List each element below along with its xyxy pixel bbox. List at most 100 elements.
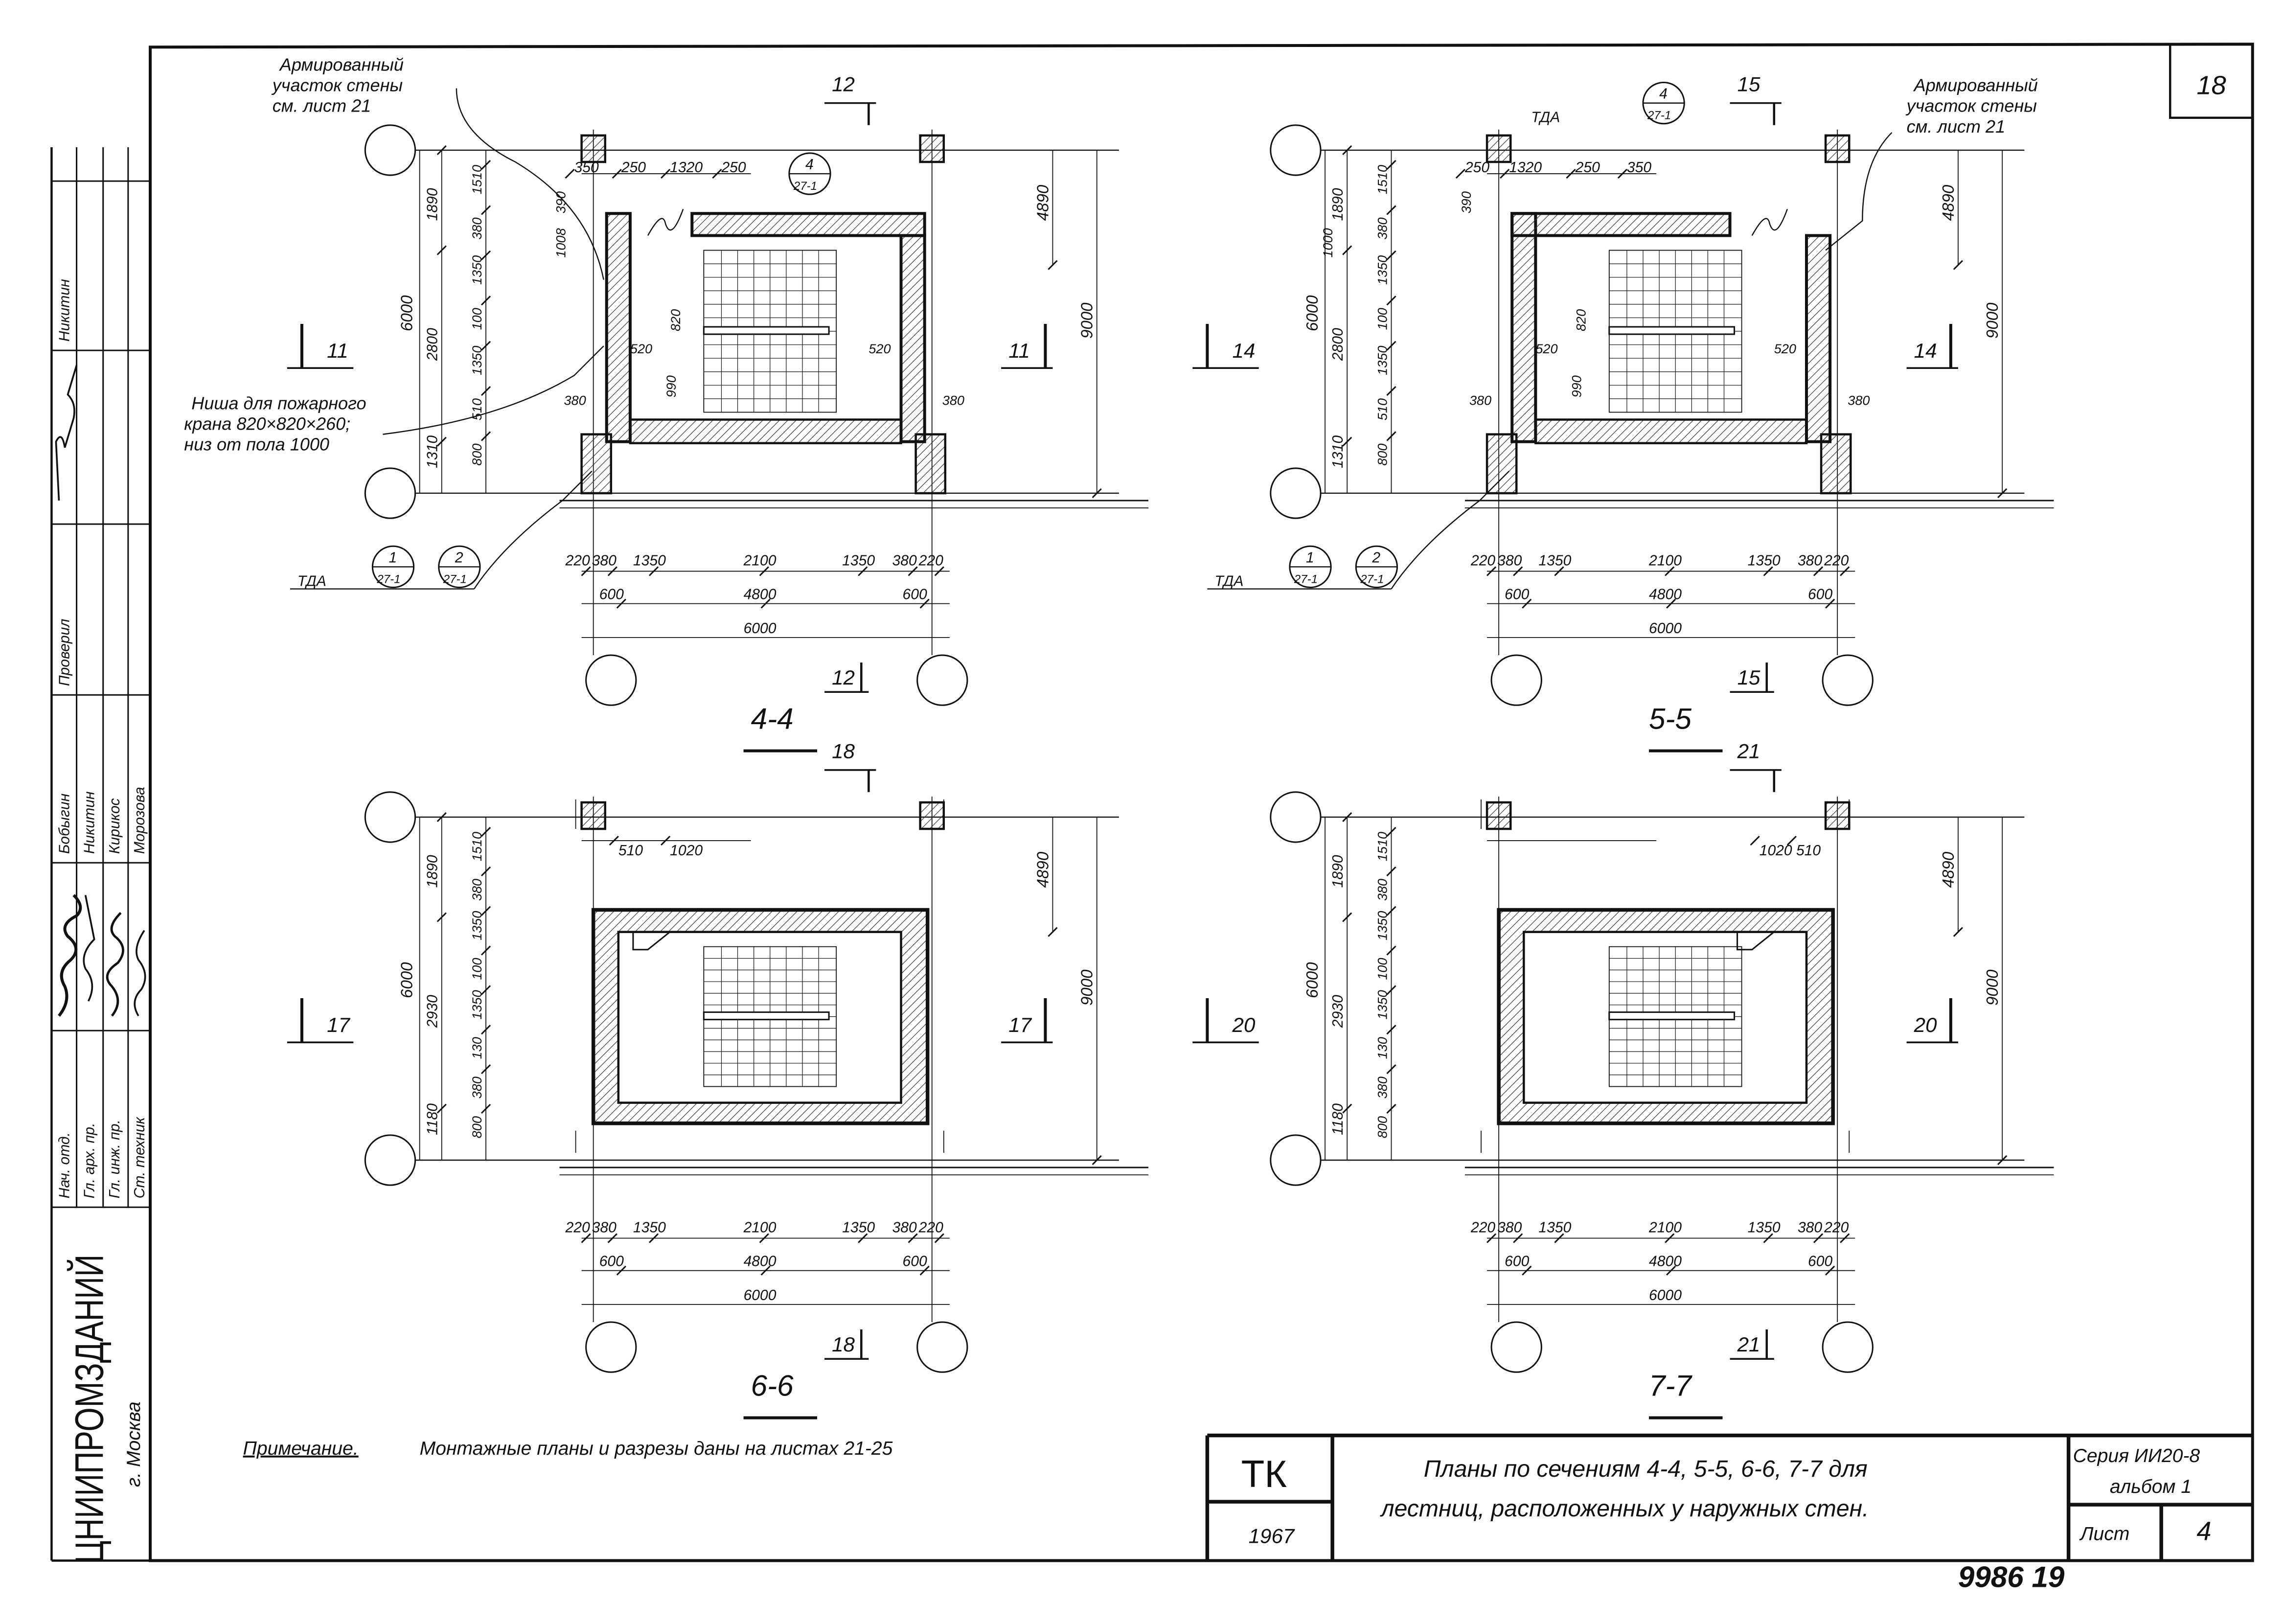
column xyxy=(1820,433,1852,495)
dimension-label: 100 xyxy=(1374,958,1390,980)
dimension-label: 6000 xyxy=(744,1287,777,1304)
city: г. Москва xyxy=(123,1401,144,1487)
column xyxy=(580,801,607,830)
dimension-label: 4890 xyxy=(1034,851,1052,888)
dimension-tick xyxy=(1750,835,1760,846)
dimension-tick xyxy=(436,436,447,447)
axis-marker xyxy=(1490,1321,1542,1373)
dimension-label: 1350 xyxy=(469,911,484,940)
dimension-label: 2800 xyxy=(1330,328,1346,361)
plan-title: 4-4 xyxy=(751,702,794,735)
dimension-tick xyxy=(1666,1265,1676,1276)
dimension-label: 380 xyxy=(1469,392,1491,408)
dimension-label: 2800 xyxy=(425,328,441,361)
axis-marker xyxy=(364,467,416,519)
dimension-label: 6000 xyxy=(744,620,777,637)
note-text: см. лист 21 xyxy=(1907,116,2006,137)
dimension-label: 1890 xyxy=(425,855,441,888)
section-mark-label: 21 xyxy=(1737,1333,1760,1356)
stamp-cell-text: Нач. отд. xyxy=(57,1132,73,1198)
dimension-tick xyxy=(480,1064,491,1075)
dimension-tick xyxy=(1522,598,1532,609)
dimension-tick xyxy=(648,566,659,576)
dimension-tick xyxy=(759,566,769,576)
section-mark-label: 11 xyxy=(1008,339,1030,362)
dimension-label: 4890 xyxy=(1940,851,1958,888)
dimension-label: 600 xyxy=(1505,587,1529,603)
dimension-label: 1510 xyxy=(1374,832,1390,861)
dimension-tick xyxy=(1953,927,1964,937)
callout-leader xyxy=(473,470,593,590)
callout-label: ТДА xyxy=(297,573,326,590)
axis-marker xyxy=(916,654,968,706)
dimension-label: 9000 xyxy=(1984,302,2002,339)
dimension-tick xyxy=(919,1265,930,1276)
dimension-label: 1180 xyxy=(425,1103,441,1135)
note-text: участок стены xyxy=(1905,96,2037,116)
column xyxy=(1485,433,1518,495)
section-mark-label: 20 xyxy=(1914,1013,1937,1036)
section-mark-label: 17 xyxy=(1008,1013,1032,1036)
dimension-label: 390 xyxy=(553,191,569,213)
stair-wall xyxy=(690,212,926,237)
dimension-tick xyxy=(1997,488,2008,499)
dimension-tick xyxy=(1953,260,1964,270)
callout-number: 2 xyxy=(1371,549,1380,566)
dimension-tick xyxy=(607,1233,617,1243)
dimension-label: 250 xyxy=(621,160,646,176)
note-label: Примечание. xyxy=(243,1438,359,1459)
note-text: Монтажные планы и разрезы даны на листах… xyxy=(420,1438,893,1459)
dimension-tick xyxy=(436,245,447,255)
dimension-label: 380 xyxy=(1798,1219,1822,1235)
section-mark-label: 12 xyxy=(832,73,855,96)
dimension-tick xyxy=(436,812,447,823)
dimension-tick xyxy=(1386,431,1396,441)
dimension-label: 2100 xyxy=(743,1219,777,1235)
dimension-label: 250 xyxy=(1464,160,1489,176)
dimension-tick xyxy=(1048,927,1058,937)
section-mark-label: 17 xyxy=(327,1013,350,1036)
callout-label: ТДА xyxy=(1214,573,1243,590)
dimension-label: 800 xyxy=(469,1116,484,1138)
dimension-label: 250 xyxy=(1575,160,1600,176)
axis-marker xyxy=(1822,1321,1874,1373)
dimension-label: 6000 xyxy=(1649,620,1682,637)
dimension-label: 380 xyxy=(1848,392,1870,408)
dimension-tick xyxy=(1092,1155,1102,1166)
dimension-tick xyxy=(1386,1064,1396,1075)
title-block xyxy=(1205,1433,2253,1561)
column xyxy=(1824,134,1851,163)
signature xyxy=(55,365,78,501)
dimension-tick xyxy=(1763,1233,1773,1243)
column xyxy=(580,433,613,495)
dimension-tick xyxy=(760,1265,771,1276)
callout-reference: 27-1 xyxy=(1647,109,1671,122)
column xyxy=(1824,801,1851,830)
dimension-tick xyxy=(1386,296,1396,306)
dimension-tick xyxy=(661,168,671,179)
dimension-tick xyxy=(1763,566,1773,576)
dimension-label: 380 xyxy=(1374,1076,1390,1098)
axis-marker xyxy=(1270,467,1322,519)
axis-marker xyxy=(1490,654,1542,706)
dimension-tick xyxy=(1665,566,1675,576)
dimension-label: 1320 xyxy=(1509,160,1542,176)
dimension-tick xyxy=(616,598,626,609)
signature xyxy=(83,895,95,1002)
dimension-tick xyxy=(616,1265,626,1276)
dimension-tick xyxy=(1813,1233,1824,1243)
dimension-label: 380 xyxy=(1374,879,1390,901)
album: альбом 1 xyxy=(2110,1476,2192,1497)
dimension-label: 100 xyxy=(469,308,484,330)
stamp-cell-text: Кирикос xyxy=(107,798,123,854)
dimension-label: 1350 xyxy=(1538,552,1571,569)
column xyxy=(580,134,607,163)
handrail xyxy=(703,1011,830,1021)
dimension-tick xyxy=(1825,1265,1835,1276)
